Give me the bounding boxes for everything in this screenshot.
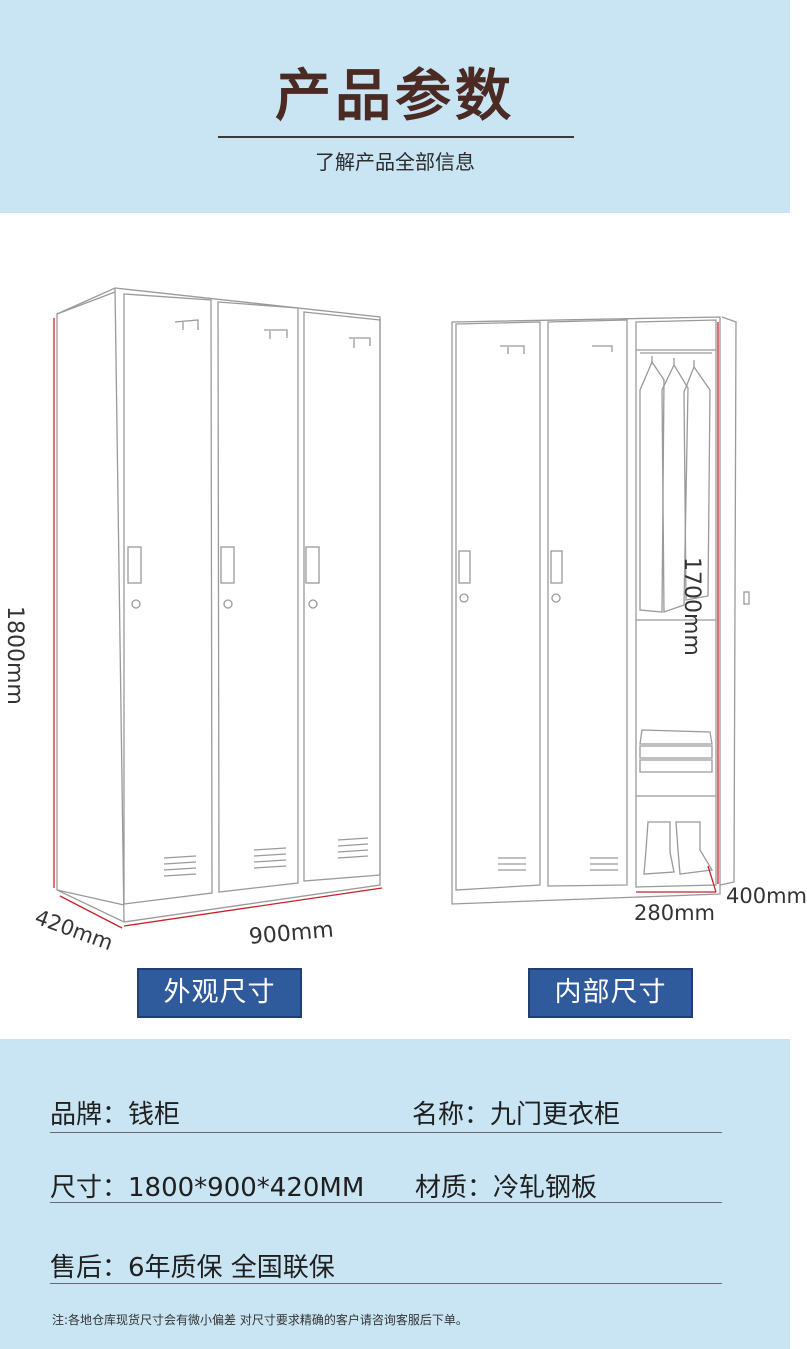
interior-width-label: 280mm bbox=[634, 901, 715, 925]
interior-lock-1 bbox=[459, 593, 469, 603]
spec-size: 尺寸：1800*900*420MM bbox=[50, 1173, 365, 1203]
folded-clothes bbox=[639, 729, 713, 773]
exterior-hook-2 bbox=[264, 329, 288, 339]
interior-height-label: 1700mm bbox=[679, 557, 704, 656]
locker-illustration bbox=[53, 287, 750, 929]
exterior-vent-1 bbox=[163, 855, 197, 877]
spec-name: 名称：九门更衣柜 bbox=[412, 1100, 621, 1130]
title-underline bbox=[218, 136, 574, 138]
interior-handle-1 bbox=[458, 550, 471, 584]
page-title: 产品参数 bbox=[275, 64, 515, 129]
spec-after-sales: 售后：6年质保 全国联保 bbox=[50, 1253, 335, 1283]
interior-vent-2 bbox=[590, 857, 618, 871]
interior-door-2 bbox=[547, 319, 628, 887]
interior-size-caption: 内部尺寸 bbox=[528, 968, 693, 1018]
interior-lock-2 bbox=[551, 593, 561, 603]
clothes-on-hangers bbox=[639, 356, 711, 613]
spec-band bbox=[0, 1039, 790, 1349]
exterior-door-2 bbox=[217, 301, 299, 893]
exterior-size-caption: 外观尺寸 bbox=[137, 968, 302, 1018]
exterior-door-3 bbox=[303, 311, 381, 882]
exterior-lock-2 bbox=[223, 599, 233, 609]
interior-open-door bbox=[719, 316, 737, 886]
interior-open-compartment bbox=[635, 319, 717, 888]
exterior-hook-3 bbox=[349, 337, 371, 348]
interior-door-1 bbox=[455, 321, 541, 891]
exterior-door-1 bbox=[123, 293, 213, 905]
exterior-lock-1 bbox=[131, 599, 141, 609]
exterior-left-side bbox=[56, 291, 125, 906]
header-band bbox=[0, 0, 790, 213]
interior-depth-label: 400mm bbox=[726, 884, 807, 908]
spec-divider-2 bbox=[50, 1202, 722, 1203]
spec-brand: 品牌：钱柜 bbox=[50, 1100, 181, 1130]
exterior-front-edge bbox=[114, 287, 125, 923]
interior-handle-2 bbox=[550, 550, 563, 584]
spec-divider-1 bbox=[50, 1132, 722, 1133]
exterior-vent-3 bbox=[337, 837, 369, 859]
exterior-height-label: 1800mm bbox=[2, 606, 27, 705]
interior-body-outline bbox=[451, 316, 721, 905]
spec-material: 材质：冷轧钢板 bbox=[415, 1173, 598, 1203]
interior-side-lock bbox=[743, 591, 750, 605]
exterior-lock-3 bbox=[308, 599, 318, 609]
exterior-vent-2 bbox=[253, 847, 287, 869]
interior-hook-1 bbox=[500, 345, 525, 354]
interior-vent-1 bbox=[498, 857, 526, 871]
dim-exterior-width bbox=[123, 887, 383, 927]
boots bbox=[643, 821, 714, 875]
interior-hook-2 bbox=[592, 345, 613, 352]
spec-divider-3 bbox=[50, 1283, 722, 1284]
exterior-handle-3 bbox=[305, 546, 320, 584]
footnote: 注:各地仓库现货尺寸会有微小偏差 对尺寸要求精确的客户请咨询客服后下单。 bbox=[52, 1313, 468, 1327]
page-subtitle: 了解产品全部信息 bbox=[315, 150, 475, 174]
dim-exterior-depth bbox=[59, 895, 123, 929]
exterior-hook-1 bbox=[174, 319, 199, 330]
exterior-handle-1 bbox=[127, 546, 142, 584]
exterior-handle-2 bbox=[220, 546, 235, 584]
dim-interior-depth bbox=[707, 865, 717, 893]
locker-dimension-drawing: 1800mm 420mm 900mm 1700mm 280mm 400mm bbox=[0, 213, 807, 1039]
